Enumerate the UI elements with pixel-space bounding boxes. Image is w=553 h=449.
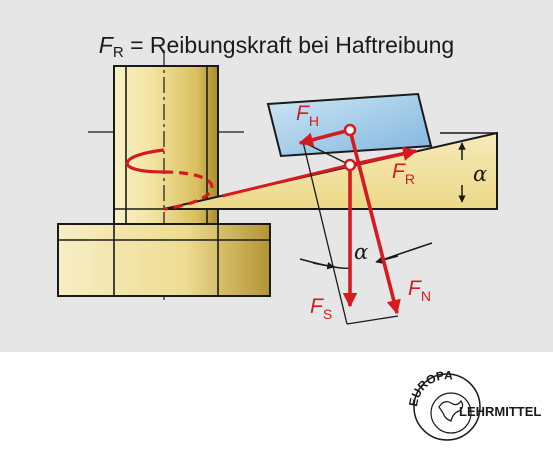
label-fh: FH	[296, 102, 319, 129]
europa-lehrmittel-logo: EUROPA LEHRMITTEL	[406, 368, 541, 441]
label-fs-symbol: F	[310, 295, 324, 318]
label-fn: FN	[408, 277, 431, 304]
title-symbol: F	[98, 32, 113, 58]
label-fh-subscript: H	[309, 113, 319, 129]
logo-bottom-text: LEHRMITTEL	[459, 404, 541, 419]
force-origin-lower	[343, 158, 357, 172]
incline-contact-line	[221, 163, 351, 198]
label-fs: FS	[310, 295, 332, 322]
nut	[57, 223, 271, 297]
label-fh-symbol: F	[296, 102, 310, 125]
label-alpha-forces: α	[354, 240, 368, 264]
bolt-shaft	[88, 50, 244, 300]
force-vectors	[298, 128, 418, 315]
friction-diagram: FH FR FS FN α α	[57, 50, 498, 325]
title-text: = Reibungskraft bei Haftreibung	[130, 32, 455, 58]
label-fr-symbol: F	[392, 160, 406, 183]
thread-helix	[125, 148, 214, 211]
label-fn-symbol: F	[408, 277, 422, 300]
force-fn-arrow	[348, 129, 401, 315]
title-subscript: R	[112, 44, 124, 61]
figure-title: FR = Reibungskraft bei Haftreibung	[0, 32, 553, 61]
force-fr-arrow	[349, 146, 418, 167]
logo-map-outline	[438, 399, 464, 422]
force-fh-arrow	[298, 128, 351, 147]
label-fn-subscript: N	[421, 288, 431, 304]
force-origin-upper	[343, 123, 357, 137]
label-alpha-wedge: α	[473, 162, 487, 186]
label-fr-subscript: R	[405, 171, 415, 187]
logo-inner-globe	[430, 392, 472, 434]
alpha-arc-forces	[299, 242, 433, 270]
label-fr: FR	[392, 160, 415, 187]
label-fs-subscript: S	[323, 306, 332, 322]
